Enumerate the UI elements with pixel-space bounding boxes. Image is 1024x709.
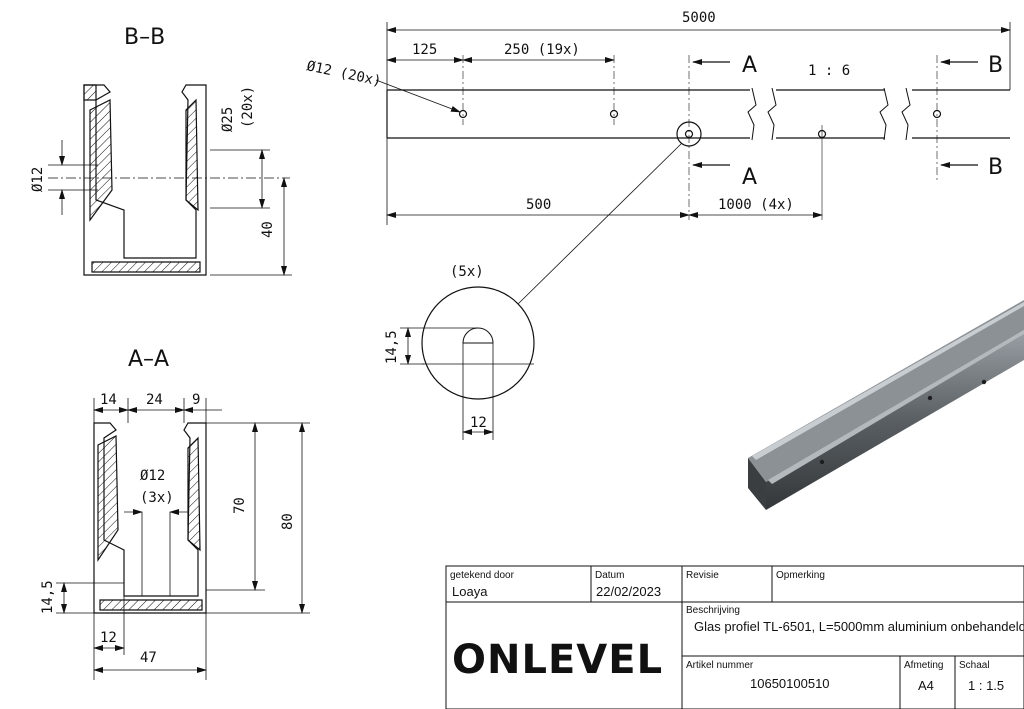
profile-bb-outline: [83, 84, 207, 276]
bb-h40-label: 40: [260, 221, 276, 238]
section-b-marker-top: B: [988, 53, 1003, 78]
title-block: getekend door Loaya Datum 22/02/2023 Rev…: [445, 565, 1024, 709]
revision-label: Revisie: [686, 570, 719, 581]
article-value: 10650100510: [750, 676, 830, 691]
size-value: A4: [918, 678, 934, 693]
profile-3d-render: [748, 300, 1024, 510]
section-bb: B–B Ø12 Ø25 (20x) 40: [30, 25, 292, 276]
hole-note-label: Ø12 (20x): [305, 58, 383, 89]
profile-aa-hatch-right: [187, 436, 201, 552]
section-aa: A–A 14 24 9 Ø12 (3x) 70 80 14,5: [40, 347, 310, 680]
big-pitch-label: 1000 (4x): [718, 197, 794, 213]
aa-w24-label: 24: [146, 392, 163, 408]
hole-pitch-label: 250 (19x): [504, 42, 580, 58]
top-view: 5000 125 250 (19x) Ø12 (20x) A A 1 : 6: [305, 10, 1011, 225]
remark-label: Opmerking: [776, 570, 825, 581]
detail-hole-top: [462, 327, 494, 344]
drawn-by-value: Loaya: [452, 584, 488, 599]
aa-w14-label: 14: [100, 392, 117, 408]
scale-value: 1 : 1.5: [968, 678, 1004, 693]
profile-bb-hatch-right: [185, 98, 199, 212]
section-aa-title: A–A: [128, 347, 169, 372]
aa-w47-label: 47: [140, 650, 157, 666]
aa-h14-5-label: 14,5: [40, 580, 56, 614]
date-label: Datum: [595, 570, 624, 581]
strip-break-a: [747, 87, 777, 141]
detail-circle: [421, 286, 535, 400]
profile-aa-hatch-base: [99, 599, 203, 611]
aa-d12-count: (3x): [140, 490, 174, 506]
profile-bb-hatch-left: [89, 99, 113, 222]
detail-count-label: (5x): [450, 264, 484, 280]
section-b-marker-bottom: B: [988, 155, 1003, 180]
strip-outline: [386, 89, 1010, 139]
article-label: Artikel nummer: [686, 660, 754, 671]
total-length-label: 5000: [682, 10, 716, 26]
date-value: 22/02/2023: [596, 584, 661, 599]
section-a-marker-top: A: [742, 53, 757, 78]
scale-label: Schaal: [959, 660, 990, 671]
aa-h70-label: 70: [232, 497, 248, 514]
description-value: Glas profiel TL-6501, L=5000mm aluminium…: [694, 619, 1024, 634]
bb-d25-count: (20x): [240, 86, 256, 128]
bb-d12-label: Ø12: [30, 167, 46, 192]
section-a-marker-bottom: A: [742, 165, 757, 190]
aa-w12-label: 12: [100, 630, 117, 646]
profile-bb-hatch-lip: [83, 84, 97, 101]
aa-h80-label: 80: [280, 513, 296, 530]
strip-break-b: [879, 87, 911, 141]
detail-w-label: 12: [470, 415, 487, 431]
size-label: Afmeting: [904, 660, 943, 671]
to-big-hole-label: 500: [526, 197, 551, 213]
profile-aa-hatch-left: [97, 435, 119, 562]
aa-w9-label: 9: [192, 392, 200, 408]
aa-d12-label: Ø12: [140, 468, 165, 484]
view-scale-label: 1 : 6: [808, 63, 850, 79]
detail-h-label: 14,5: [384, 330, 400, 364]
profile-bb-hatch-base: [91, 261, 201, 273]
drawn-by-label: getekend door: [450, 570, 515, 581]
profile-aa-outline: [93, 422, 207, 614]
bb-d25-label: Ø25: [220, 107, 236, 132]
section-bb-title: B–B: [124, 25, 165, 50]
first-hole-label: 125: [412, 42, 437, 58]
description-label: Beschrijving: [686, 605, 740, 616]
detail-view: (5x) 14,5 12: [384, 142, 683, 440]
onlevel-logo: ONLEVEL: [452, 637, 663, 683]
